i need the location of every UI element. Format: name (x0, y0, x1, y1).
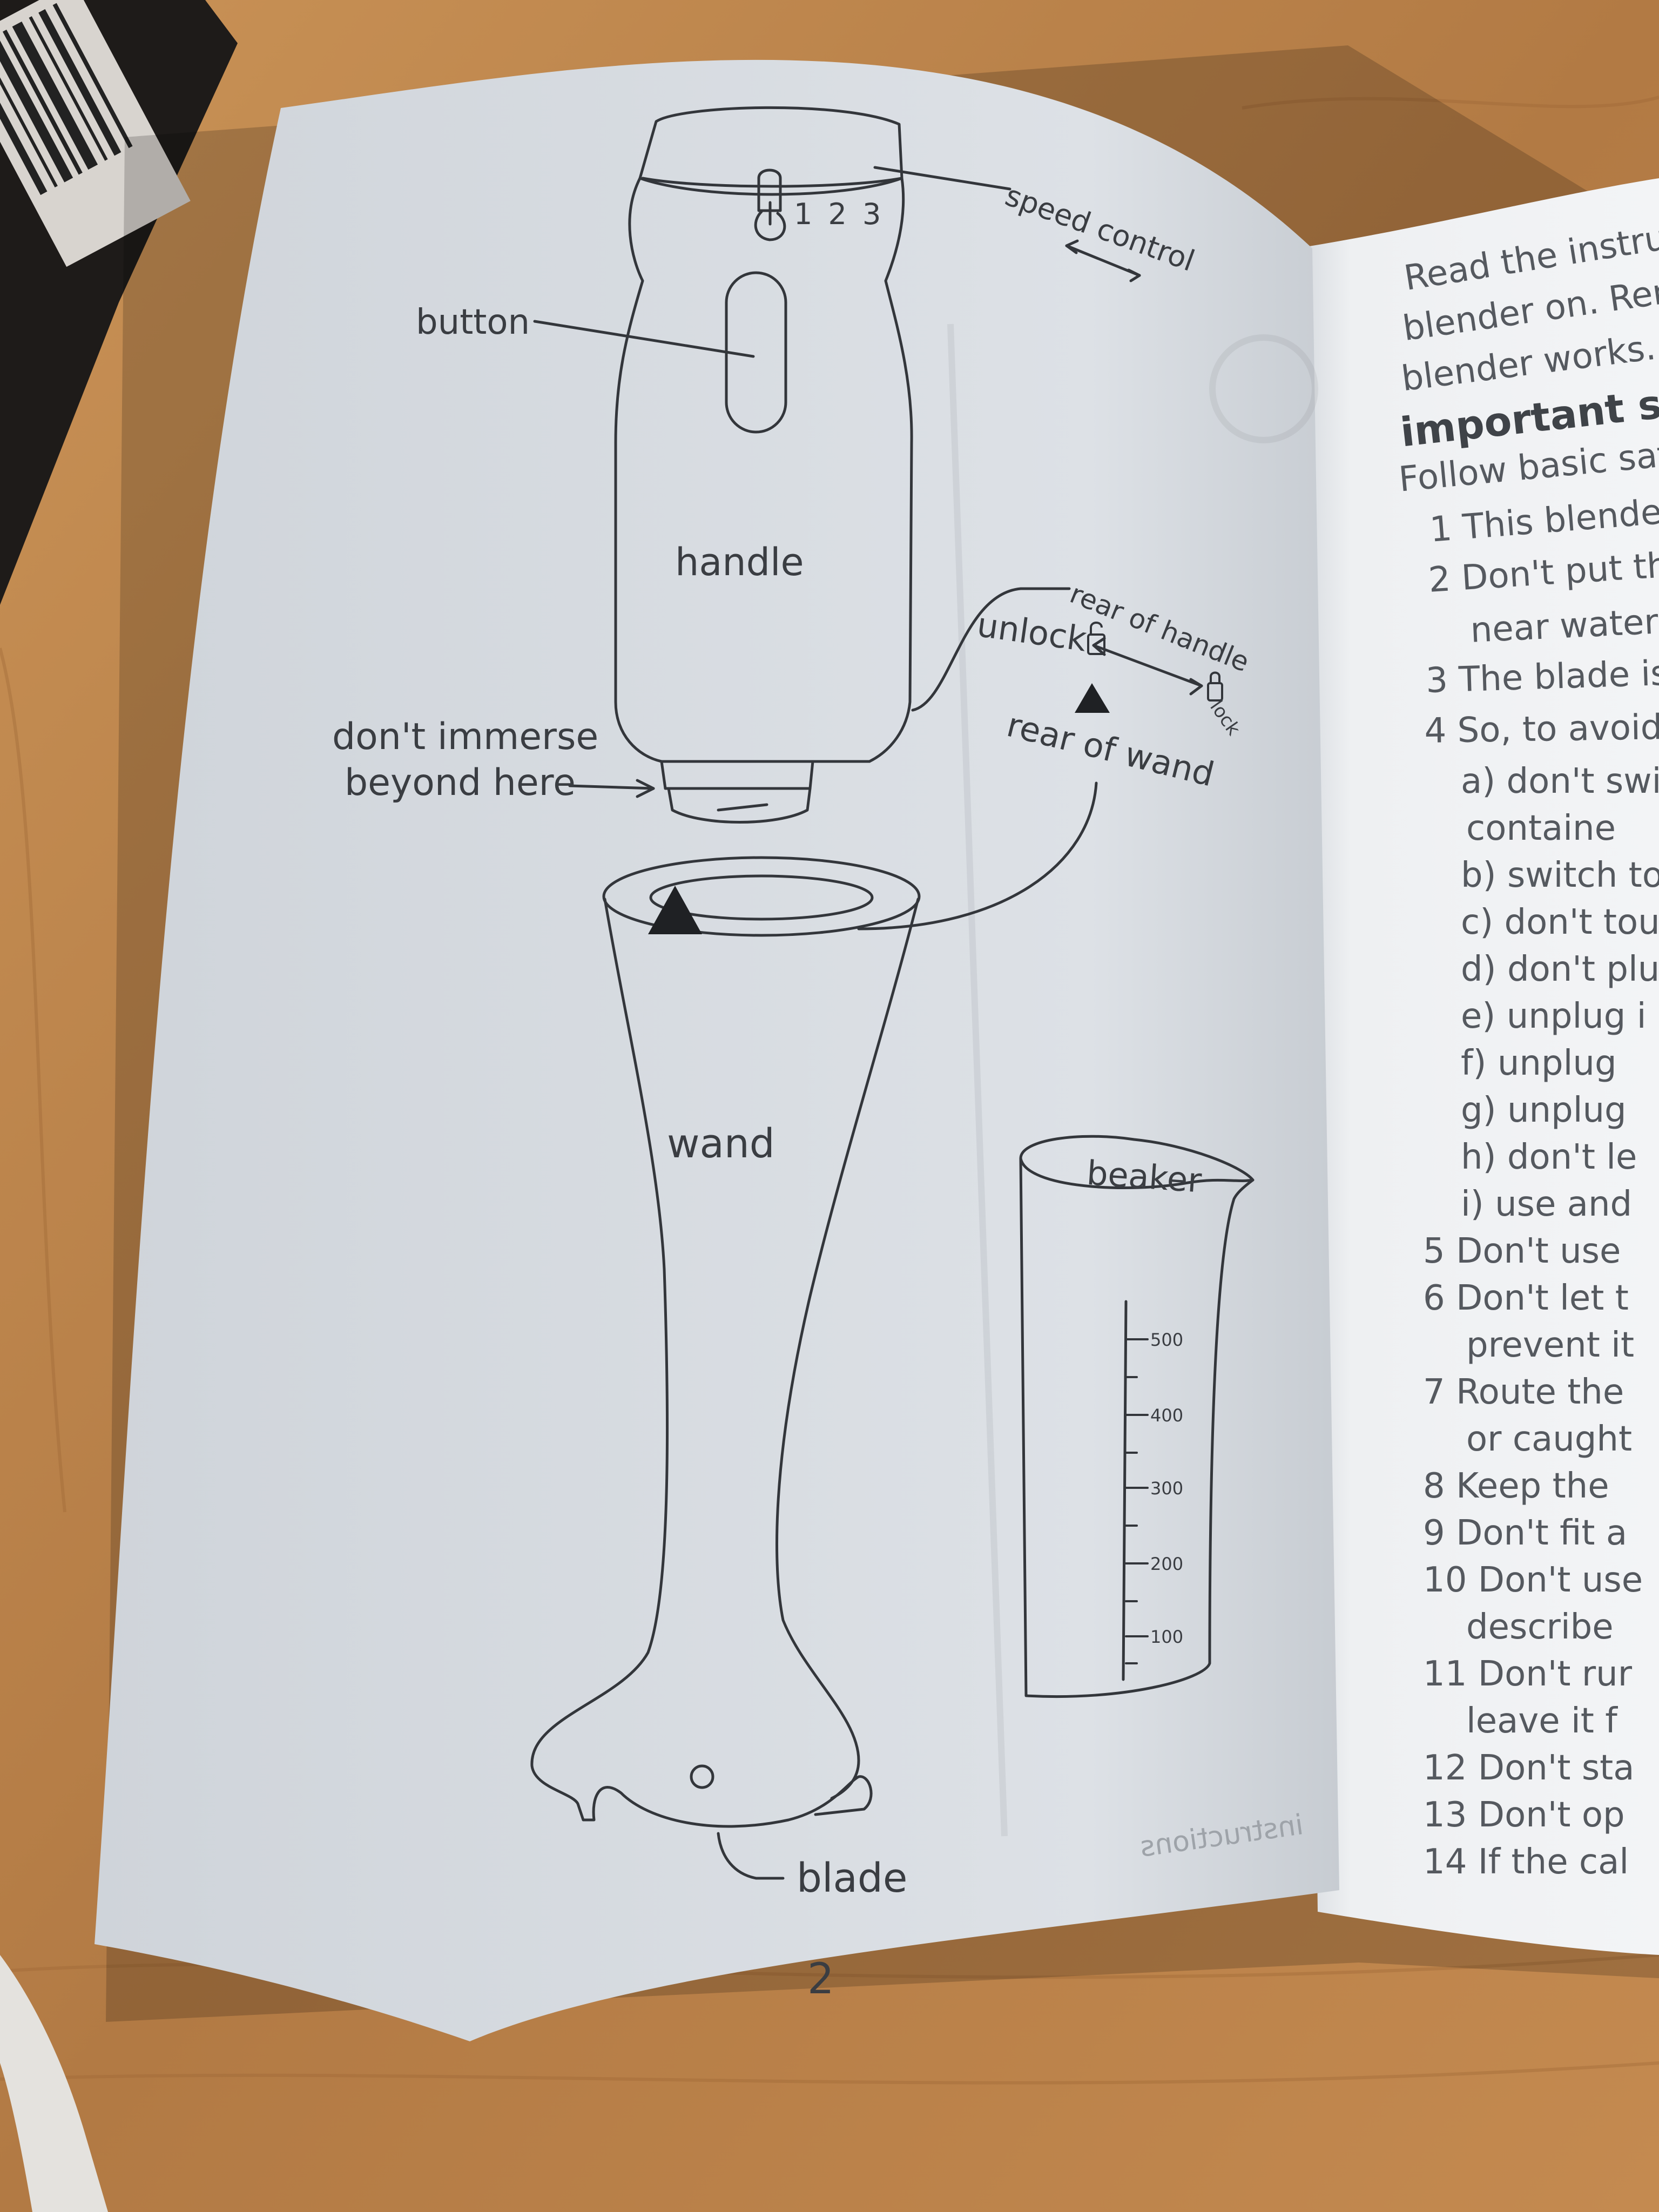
right-page-line: 11 Don't rur (1423, 1654, 1632, 1694)
right-page-line: 2 Don't put the (1427, 544, 1659, 601)
right-page-line: describe (1466, 1607, 1614, 1647)
power-icon (754, 201, 786, 241)
right-page-line: 5 Don't use (1423, 1231, 1621, 1271)
wand-ring (602, 856, 921, 937)
right-page-line: prevent it (1466, 1325, 1635, 1365)
blade-label: blade (797, 1855, 908, 1901)
button-label: button (416, 302, 530, 342)
cable (0, 1955, 108, 2212)
beaker-scale-mark: 200 (1150, 1554, 1184, 1574)
right-page-line: near water, c (1469, 600, 1659, 651)
right-page-line: leave it f (1466, 1701, 1617, 1741)
right-page-line: 9 Don't fit a (1423, 1513, 1628, 1553)
right-page-line: h) don't le (1461, 1137, 1637, 1177)
right-page-line: e) unplug i (1461, 996, 1647, 1036)
lock-icon (1207, 671, 1223, 702)
right-page-line: 10 Don't use (1423, 1560, 1643, 1600)
right-page-line: f) unplug (1461, 1043, 1617, 1083)
wand-triangle-icon (648, 886, 702, 934)
dont-immerse-label-2: beyond here (345, 761, 576, 804)
beaker-scale-mark: 500 (1150, 1330, 1184, 1350)
beaker-scale-mark: 400 (1150, 1405, 1184, 1426)
right-page-line: 1 This blender (1428, 491, 1659, 550)
right-page-line: a) don't swi (1461, 761, 1659, 801)
right-page (1296, 178, 1659, 1955)
handle-collar (660, 760, 814, 790)
right-page-line: c) don't tou (1461, 902, 1659, 942)
beaker-scale-mark: 100 (1150, 1627, 1184, 1647)
wand-body (530, 898, 920, 1828)
wand-label: wand (667, 1121, 775, 1167)
right-page-line: or caught (1466, 1419, 1633, 1459)
right-page-line: g) unplug (1461, 1090, 1627, 1130)
right-page-line: i) use and (1461, 1184, 1633, 1224)
right-page-line: d) don't plu (1461, 949, 1659, 989)
speed-numbers: 1 2 3 (794, 197, 885, 231)
right-page-line: 12 Don't sta (1423, 1748, 1635, 1788)
right-page-line: 3 The blade is (1425, 653, 1659, 701)
right-page-line: 4 So, to avoid (1424, 707, 1659, 751)
handle-body (614, 177, 913, 763)
right-page-line: 13 Don't op (1423, 1795, 1625, 1835)
handle-label: handle (675, 540, 804, 584)
page-number: 2 (807, 1955, 834, 2004)
right-page-line: b) switch to (1461, 855, 1659, 895)
lock-leader (911, 587, 1071, 712)
left-page (95, 59, 1339, 2042)
rear-triangle-icon (1075, 683, 1110, 713)
rear-wand-leader (857, 781, 1098, 930)
right-page-line: 14 If the cal (1423, 1842, 1629, 1882)
right-page-line: 8 Keep the (1423, 1466, 1609, 1506)
beaker (1019, 1135, 1255, 1698)
beaker-scale-mark: 300 (1150, 1478, 1184, 1499)
right-page-line: containe (1466, 808, 1616, 848)
right-page-line: 7 Route the (1423, 1372, 1624, 1412)
unlock-icon (1087, 622, 1105, 655)
dont-immerse-label-1: don't immerse (332, 716, 599, 758)
right-page-line: 6 Don't let t (1423, 1278, 1629, 1318)
